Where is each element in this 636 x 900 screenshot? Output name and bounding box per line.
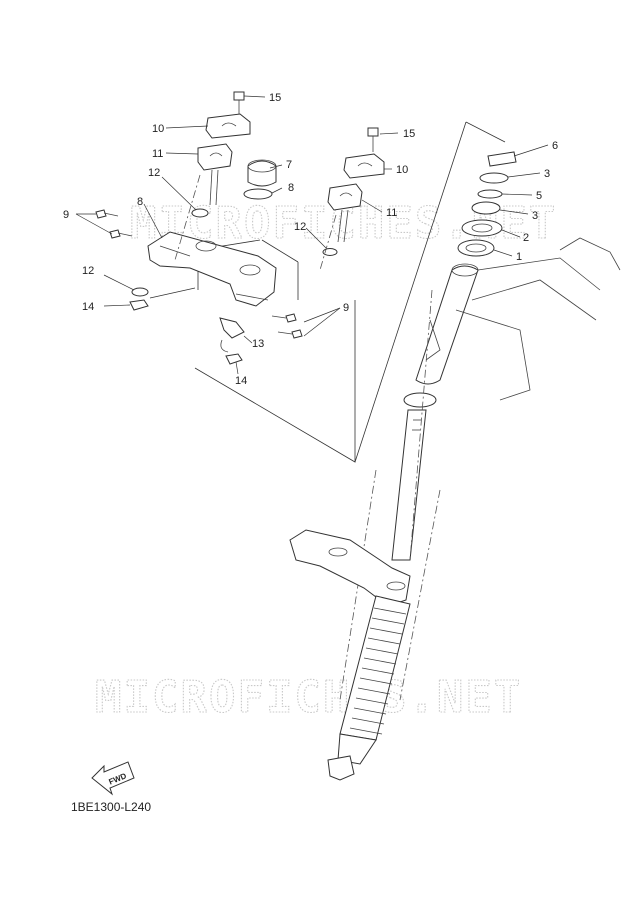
callout-12-right: 12 [294, 221, 306, 233]
callout-9-right: 9 [343, 302, 349, 314]
callouts: 15 10 11 7 8 12 8 9 12 14 15 10 11 12 9 [63, 92, 558, 387]
upper-bracket-8 [147, 231, 277, 307]
callout-11-right: 11 [386, 207, 397, 219]
bearing-1 [457, 239, 495, 257]
frame-head-pipe [415, 237, 621, 401]
steering-stem [391, 409, 427, 561]
bolts-9-left [95, 209, 133, 239]
callout-4: 5 [536, 190, 542, 202]
bearing-lower [403, 392, 437, 408]
washer-7 [243, 188, 273, 200]
callout-14-left: 14 [82, 301, 94, 313]
callout-9-left: 9 [63, 209, 69, 221]
washer-4 [477, 189, 503, 199]
fwd-arrow-icon: FWD [91, 761, 135, 796]
lock-washer-3-upper [479, 172, 509, 184]
clamp-10-right [343, 153, 385, 179]
front-shock [327, 595, 411, 781]
under-bracket [289, 529, 411, 607]
callout-6: 7 [286, 159, 292, 171]
bolts-9-right [271, 313, 303, 339]
bolt-15-left [233, 91, 245, 115]
callout-10-left: 10 [152, 123, 164, 135]
washer-12-lower [131, 287, 149, 297]
holder-11-left [197, 143, 233, 206]
nut-14-lower [225, 353, 243, 365]
callout-15-left: 15 [269, 92, 281, 104]
washer-12-right [322, 248, 338, 256]
callout-1: 1 [516, 251, 522, 263]
nut-5 [487, 151, 517, 167]
nut-14-left [129, 299, 149, 311]
exploded-frame-right [354, 121, 506, 463]
watermark-bottom: MICROFICHES.NET [95, 672, 522, 723]
callout-3-lower: 3 [532, 210, 538, 222]
callout-3-upper: 3 [544, 168, 550, 180]
callout-15-right: 15 [403, 128, 415, 140]
holder-11-right [327, 183, 363, 243]
callout-2: 2 [523, 232, 529, 244]
callout-11-left: 11 [152, 148, 163, 160]
clip-13 [219, 317, 245, 353]
drawing-code: 1BE1300-L240 [71, 800, 152, 814]
callout-12-upper: 12 [148, 167, 160, 179]
bearing-cover-2 [461, 219, 503, 237]
cap-6 [247, 159, 277, 187]
washer-12-upper [191, 208, 209, 218]
ring-nut-3-lower [471, 201, 501, 215]
clamp-10-left [205, 113, 251, 139]
callout-14-lower: 14 [235, 375, 247, 387]
callout-7: 8 [288, 182, 294, 194]
callout-8: 8 [137, 196, 143, 208]
callout-12-lower: 12 [82, 265, 94, 277]
bolt-15-right [367, 127, 379, 152]
callout-13: 13 [252, 338, 264, 350]
callout-10-right: 10 [396, 164, 408, 176]
callout-5: 6 [552, 140, 558, 152]
